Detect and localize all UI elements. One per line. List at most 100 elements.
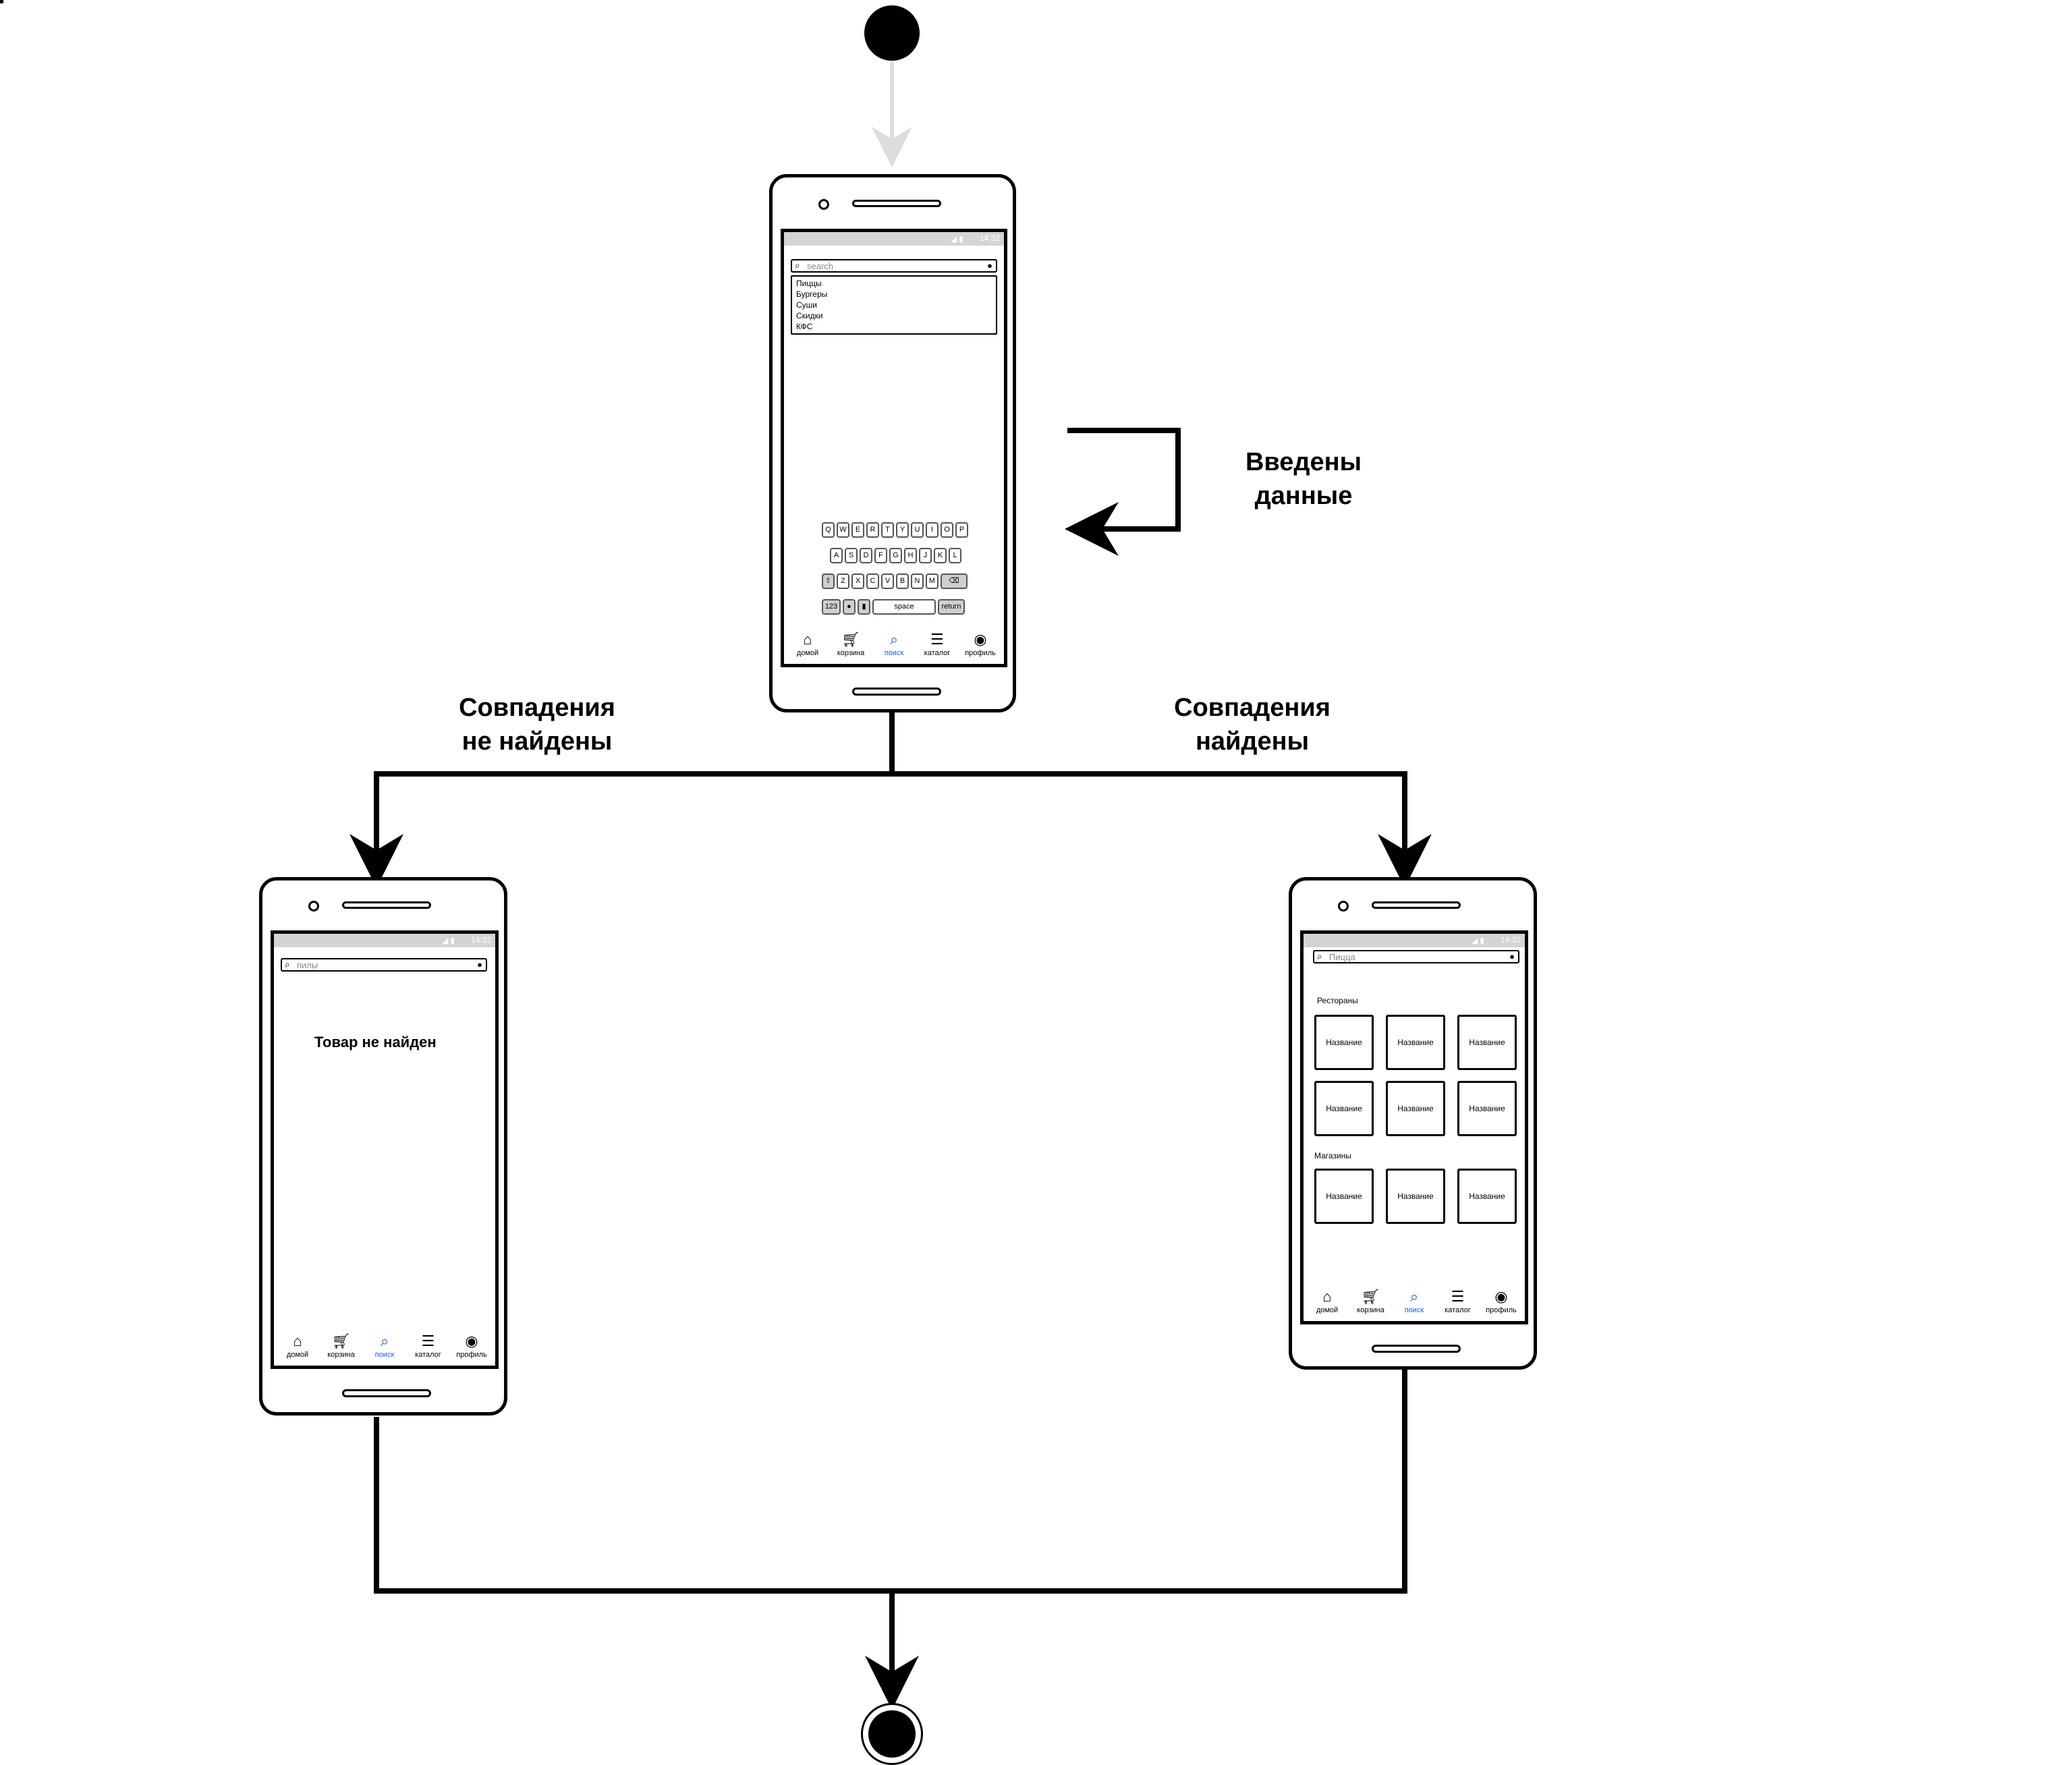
key[interactable]: Z <box>837 573 849 589</box>
tab-cart[interactable]: 🛒︎корзина <box>1357 1288 1384 1314</box>
mic-icon[interactable]: ● <box>477 959 482 970</box>
home-icon: ⌂ <box>293 1333 302 1349</box>
search-input[interactable]: ⌕ search ● <box>791 259 997 273</box>
tab-search[interactable]: ⌕поиск <box>1404 1288 1424 1314</box>
self-loop-edge <box>1065 428 1181 556</box>
shop-card[interactable]: Название <box>1457 1169 1517 1224</box>
status-bar: ◢ ▮14:32 <box>1304 934 1525 947</box>
section-restaurants: Рестораны <box>1317 996 1358 1005</box>
key[interactable]: H <box>904 548 917 563</box>
globe-icon[interactable]: ● <box>843 599 856 615</box>
search-icon: ⌕ <box>380 1333 389 1349</box>
key[interactable]: W <box>837 522 849 538</box>
label-data-entered: Введены данные <box>1245 448 1362 510</box>
key[interactable]: J <box>919 548 932 563</box>
keyboard-row-1: Q W E R T Y U I O P <box>822 522 968 538</box>
suggestion-item[interactable]: Бургеры <box>796 289 828 299</box>
suggestions-list: Пиццы Бургеры Суши Скидки КФС <box>791 275 997 335</box>
backspace-key[interactable]: ⌫ <box>941 573 968 589</box>
tab-catalog[interactable]: ☰каталог <box>415 1333 441 1359</box>
shop-card[interactable]: Название <box>1314 1169 1374 1224</box>
edge-found <box>892 771 1432 888</box>
key[interactable]: P <box>955 522 968 538</box>
key[interactable]: V <box>881 573 894 589</box>
status-bar: ◢ ▮14:32 <box>274 934 495 947</box>
key[interactable]: M <box>926 573 939 589</box>
start-node <box>864 5 920 61</box>
search-placeholder: search <box>807 261 834 271</box>
mic-icon[interactable]: ● <box>987 260 992 271</box>
mic-icon[interactable]: ● <box>1509 951 1515 961</box>
restaurant-card[interactable]: Название <box>1457 1015 1517 1070</box>
key[interactable]: B <box>896 573 909 589</box>
camera-icon <box>818 199 829 210</box>
tab-search[interactable]: ⌕поиск <box>884 631 904 657</box>
tab-search[interactable]: ⌕поиск <box>374 1333 395 1359</box>
restaurant-card[interactable]: Название <box>1386 1015 1445 1070</box>
tab-profile[interactable]: ◉профиль <box>965 631 996 657</box>
key[interactable]: X <box>851 573 864 589</box>
tab-profile[interactable]: ◉профиль <box>1486 1288 1517 1314</box>
home-icon: ⌂ <box>803 631 812 648</box>
edge-not-found <box>349 771 892 888</box>
home-button[interactable] <box>852 688 941 696</box>
key[interactable]: E <box>851 522 864 538</box>
cart-icon: 🛒︎ <box>841 631 860 648</box>
restaurant-card[interactable]: Название <box>1314 1015 1374 1070</box>
suggestion-item[interactable]: Суши <box>796 300 817 310</box>
tab-cart[interactable]: 🛒︎корзина <box>837 631 865 657</box>
key[interactable]: A <box>830 548 843 563</box>
key[interactable]: G <box>889 548 902 563</box>
return-key[interactable]: return <box>938 599 965 615</box>
key[interactable]: K <box>934 548 947 563</box>
suggestion-item[interactable]: Скидки <box>796 311 823 320</box>
label-not-found: Совпадения не найдены <box>459 694 615 756</box>
numbers-key[interactable]: 123 <box>822 599 841 615</box>
search-text: пилы <box>297 960 318 970</box>
home-button[interactable] <box>342 1389 431 1397</box>
corner-dot <box>0 0 3 3</box>
search-icon: ⌕ <box>1317 951 1322 961</box>
tab-catalog[interactable]: ☰каталог <box>1445 1288 1471 1314</box>
tab-bar: ⌂домой 🛒︎корзина ⌕поиск ☰каталог ◉профил… <box>1304 1287 1525 1321</box>
search-input[interactable]: ⌕ пилы ● <box>281 958 487 972</box>
tab-profile[interactable]: ◉профиль <box>456 1333 487 1359</box>
shift-key[interactable]: ⇧ <box>822 573 835 589</box>
home-icon: ⌂ <box>1322 1288 1332 1305</box>
search-input[interactable]: ⌕ Пицца ● <box>1313 950 1519 963</box>
restaurant-card[interactable]: Название <box>1314 1081 1374 1136</box>
restaurant-card[interactable]: Название <box>1386 1081 1445 1136</box>
menu-icon: ☰ <box>930 631 944 648</box>
profile-icon: ◉ <box>1494 1288 1508 1305</box>
key[interactable]: Q <box>822 522 835 538</box>
key[interactable]: Y <box>896 522 909 538</box>
home-button[interactable] <box>1372 1345 1461 1353</box>
label-found: Совпадения найдены <box>1174 694 1331 756</box>
search-icon: ⌕ <box>795 260 800 271</box>
key[interactable]: U <box>911 522 924 538</box>
tab-home[interactable]: ⌂домой <box>286 1333 309 1359</box>
key[interactable]: F <box>874 548 887 563</box>
shop-card[interactable]: Название <box>1386 1169 1445 1224</box>
profile-icon: ◉ <box>465 1333 478 1349</box>
tab-home[interactable]: ⌂домой <box>796 631 819 657</box>
tab-cart[interactable]: 🛒︎корзина <box>327 1333 355 1359</box>
space-key[interactable]: space <box>872 599 936 615</box>
key[interactable]: T <box>881 522 894 538</box>
restaurant-card[interactable]: Название <box>1457 1081 1517 1136</box>
key[interactable]: L <box>949 548 961 563</box>
key[interactable]: C <box>866 573 879 589</box>
suggestion-item[interactable]: КФС <box>796 322 813 331</box>
key[interactable]: S <box>845 548 858 563</box>
tab-bar: ⌂домой 🛒︎корзина ⌕поиск ☰каталог ◉профил… <box>274 1332 495 1366</box>
tab-catalog[interactable]: ☰каталог <box>924 631 951 657</box>
mic-key-icon[interactable]: ▮ <box>858 599 870 615</box>
key[interactable]: D <box>860 548 872 563</box>
key[interactable]: R <box>866 522 879 538</box>
key[interactable]: O <box>941 522 953 538</box>
merge-left <box>374 1417 892 1594</box>
key[interactable]: I <box>926 522 939 538</box>
tab-home[interactable]: ⌂домой <box>1316 1288 1339 1314</box>
suggestion-item[interactable]: Пиццы <box>796 279 822 288</box>
key[interactable]: N <box>911 573 924 589</box>
